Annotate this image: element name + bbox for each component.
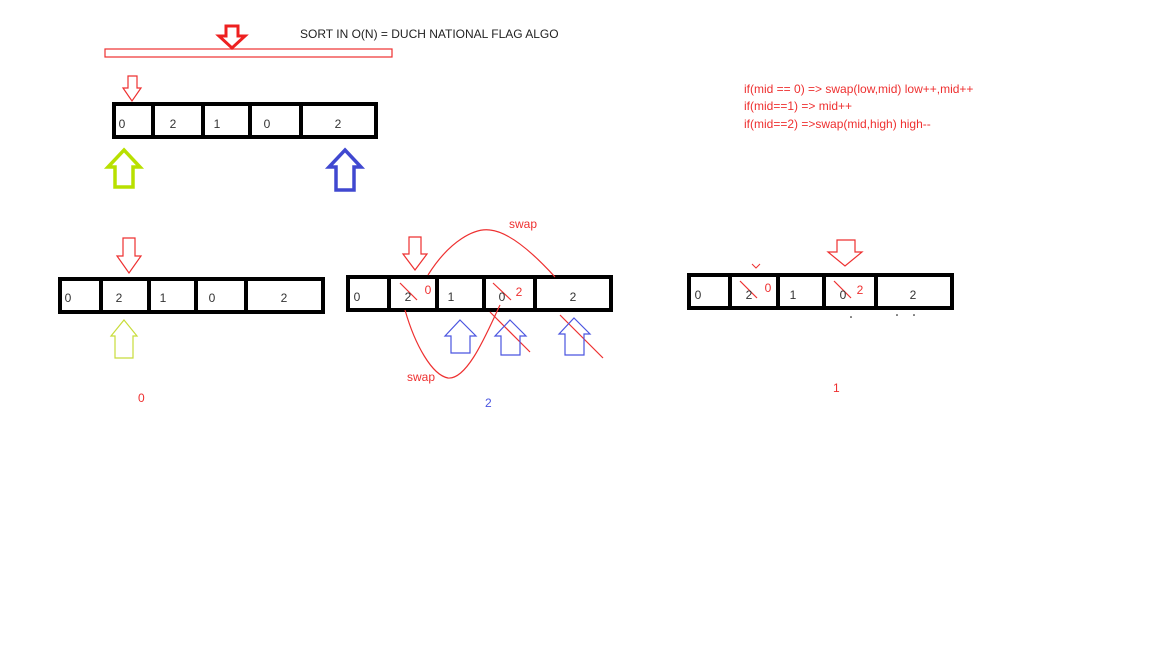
array-step3 (687, 273, 954, 310)
mid-pointer-icon (401, 236, 429, 271)
array-cell: 0 (498, 290, 506, 304)
array-cell: 2 (909, 288, 917, 302)
swap-label: swap (509, 217, 538, 231)
dot-mark (896, 314, 898, 316)
high-pointer-icon (324, 147, 366, 192)
mid-pointer-icon (115, 237, 143, 275)
swap-curve-top (427, 229, 556, 278)
array-step2 (346, 275, 613, 312)
mid-pointer-icon (826, 239, 864, 267)
step-note: 2 (485, 396, 492, 410)
array-top (112, 102, 378, 139)
strike-mark (833, 280, 852, 299)
array-cell: 2 (334, 117, 342, 131)
array-cell: 0 (64, 291, 72, 305)
array-cell: 0 (208, 291, 216, 305)
array-cell: 0 (263, 117, 271, 131)
array-cell: 2 (115, 291, 123, 305)
step-note: 0 (138, 391, 145, 405)
overwrite-value: 2 (515, 285, 523, 299)
array-cell: 2 (280, 291, 288, 305)
rule-mid-one: if(mid==1) => mid++ (744, 99, 853, 113)
dot-mark (850, 316, 852, 318)
range-bar (104, 48, 393, 58)
step-note: 1 (833, 381, 840, 395)
low-pointer-icon (109, 319, 139, 359)
array-cell: 1 (159, 291, 167, 305)
high-pointer-icon (493, 319, 528, 356)
rule-mid-zero: if(mid == 0) => swap(low,mid) low++,mid+… (744, 82, 974, 96)
array-cell: 0 (694, 288, 702, 302)
array-cell: 0 (353, 290, 361, 304)
array-cell: 2 (569, 290, 577, 304)
array-cell: 1 (213, 117, 221, 131)
strike-mark (399, 282, 418, 301)
rule-mid-two: if(mid==2) =>swap(mid,high) high-- (744, 117, 931, 131)
strike-mark (739, 280, 758, 299)
array-cell: 1 (789, 288, 797, 302)
swap-label: swap (407, 370, 436, 384)
strike-mark (559, 314, 604, 359)
overwrite-value: 0 (424, 283, 432, 297)
array-step1 (58, 277, 325, 314)
array-cell: 2 (169, 117, 177, 131)
overwrite-value: 0 (764, 281, 772, 295)
mid-pointer-icon (121, 75, 143, 103)
high-pointer-icon (443, 319, 478, 354)
strike-mark (492, 282, 512, 301)
array-cell: 0 (118, 117, 126, 131)
array-cell: 0 (839, 288, 847, 302)
low-pointer-icon (103, 147, 145, 189)
array-cell: 1 (447, 290, 455, 304)
swap-curve-bottom (404, 304, 501, 379)
caret-mark (751, 263, 761, 269)
array-cell: 2 (745, 288, 753, 302)
dot-mark (913, 314, 915, 316)
overwrite-value: 2 (856, 283, 864, 297)
array-cell: 2 (404, 290, 412, 304)
high-pointer-icon (557, 317, 592, 356)
page-title: SORT IN O(N) = DUCH NATIONAL FLAG ALGO (300, 27, 559, 41)
down-arrow-icon (215, 24, 249, 51)
strike-mark (489, 311, 531, 353)
